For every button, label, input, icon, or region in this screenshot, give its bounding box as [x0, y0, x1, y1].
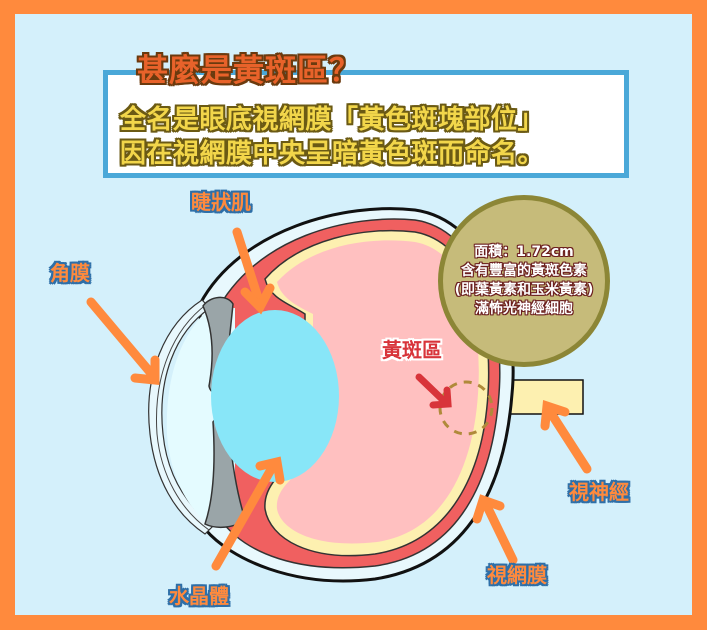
bubble-line-area: 面積：1.72cm [474, 244, 574, 260]
lens-arrow [211, 456, 285, 571]
eye-anatomy-diagram [86, 207, 592, 583]
retina-arrow [472, 494, 518, 565]
label-retina: 視網膜 [487, 563, 547, 587]
definition-line-2: 因在視網膜中央呈暗黃色斑而命名。 [120, 139, 545, 169]
definition-line-1: 全名是眼底視網膜「黃色斑塊部位」 [120, 105, 545, 135]
definition-box: 全名是眼底視網膜「黃色斑塊部位」 因在視網膜中央呈暗黃色斑而命名。 [103, 70, 629, 178]
optic-nerve-arrow [540, 399, 592, 474]
vitreous-body [276, 240, 479, 544]
macula-info-bubble: 面積：1.72cm 含有豐富的黃斑色素 (即葉黃素和玉米黃素) 滿怖光神經細胞 [438, 195, 610, 367]
cornea-arrow [86, 297, 160, 385]
diagram-frame: 甚麼是黃斑區？ 全名是眼底視網膜「黃色斑塊部位」 因在視網膜中央呈暗黃色斑而命名… [15, 14, 692, 615]
ciliary-muscle-arrow [232, 227, 275, 315]
page-title: 甚麼是黃斑區？ [137, 53, 361, 89]
label-cornea: 角膜 [50, 261, 90, 285]
label-ciliary-muscle: 睫狀肌 [191, 190, 251, 214]
label-optic-nerve: 視神經 [569, 480, 629, 504]
bubble-line-lutein: (即葉黃素和玉米黃素) [454, 282, 594, 298]
bubble-line-cells: 滿怖光神經細胞 [475, 301, 573, 317]
macula-arrow [415, 373, 452, 409]
label-lens: 水晶體 [169, 584, 229, 608]
lens [211, 310, 339, 482]
bubble-line-pigment: 含有豐富的黃斑色素 [461, 263, 587, 279]
label-macula: 黃斑區 [382, 338, 442, 362]
